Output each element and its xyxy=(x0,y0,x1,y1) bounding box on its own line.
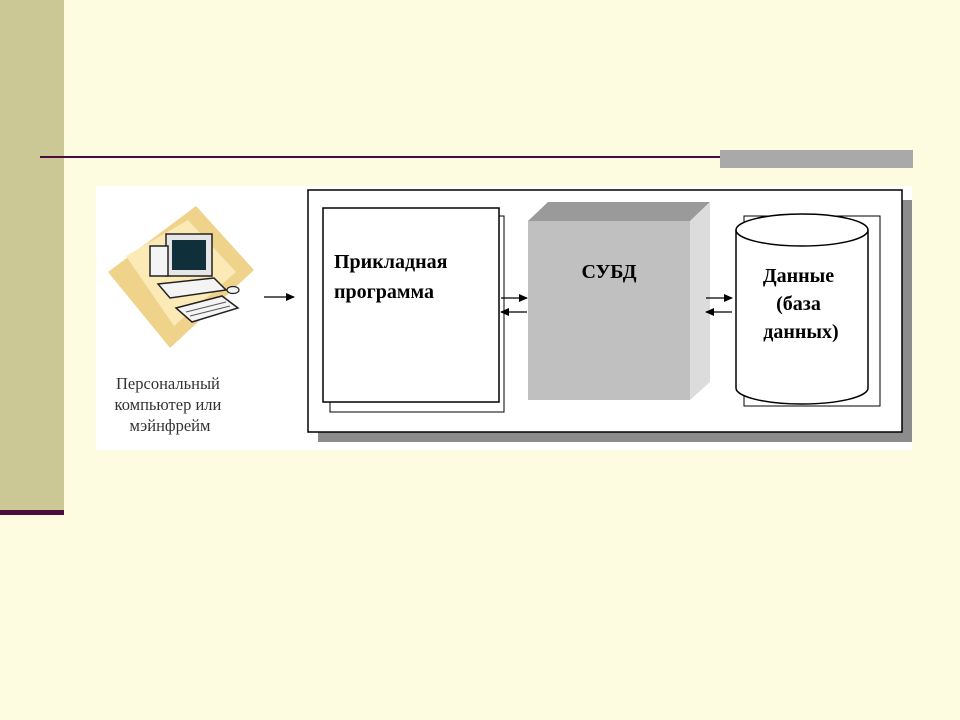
application-box xyxy=(322,207,500,403)
database-cylinder xyxy=(735,213,881,407)
client-caption-line: мэйнфрейм xyxy=(130,416,211,435)
client-caption-line: компьютер или xyxy=(115,395,222,414)
application-label: Прикладная программа xyxy=(334,251,452,303)
data-label-line: (база xyxy=(776,293,821,315)
title-divider xyxy=(40,156,913,158)
dbms-box-side xyxy=(690,202,710,400)
title-divider-accent xyxy=(720,150,913,168)
sidebar-bar xyxy=(0,0,64,512)
dbms-box xyxy=(528,221,690,400)
data-label-line: данных) xyxy=(763,321,838,343)
dbms-architecture-diagram: Персональный компьютер или мэйнфрейм При… xyxy=(96,186,912,450)
dbms-box-top xyxy=(528,202,710,221)
client-caption: Персональный компьютер или мэйнфрейм xyxy=(115,374,226,435)
dbms-label: СУБД xyxy=(581,261,636,283)
client-caption-line: Персональный xyxy=(116,374,220,393)
data-label-line: Данные xyxy=(763,265,834,287)
application-label-line: Прикладная xyxy=(334,251,448,273)
computer-icon xyxy=(108,206,254,348)
sidebar-base-line xyxy=(0,510,64,515)
application-label-line: программа xyxy=(334,281,434,303)
data-label: Данные (база данных) xyxy=(763,265,839,343)
